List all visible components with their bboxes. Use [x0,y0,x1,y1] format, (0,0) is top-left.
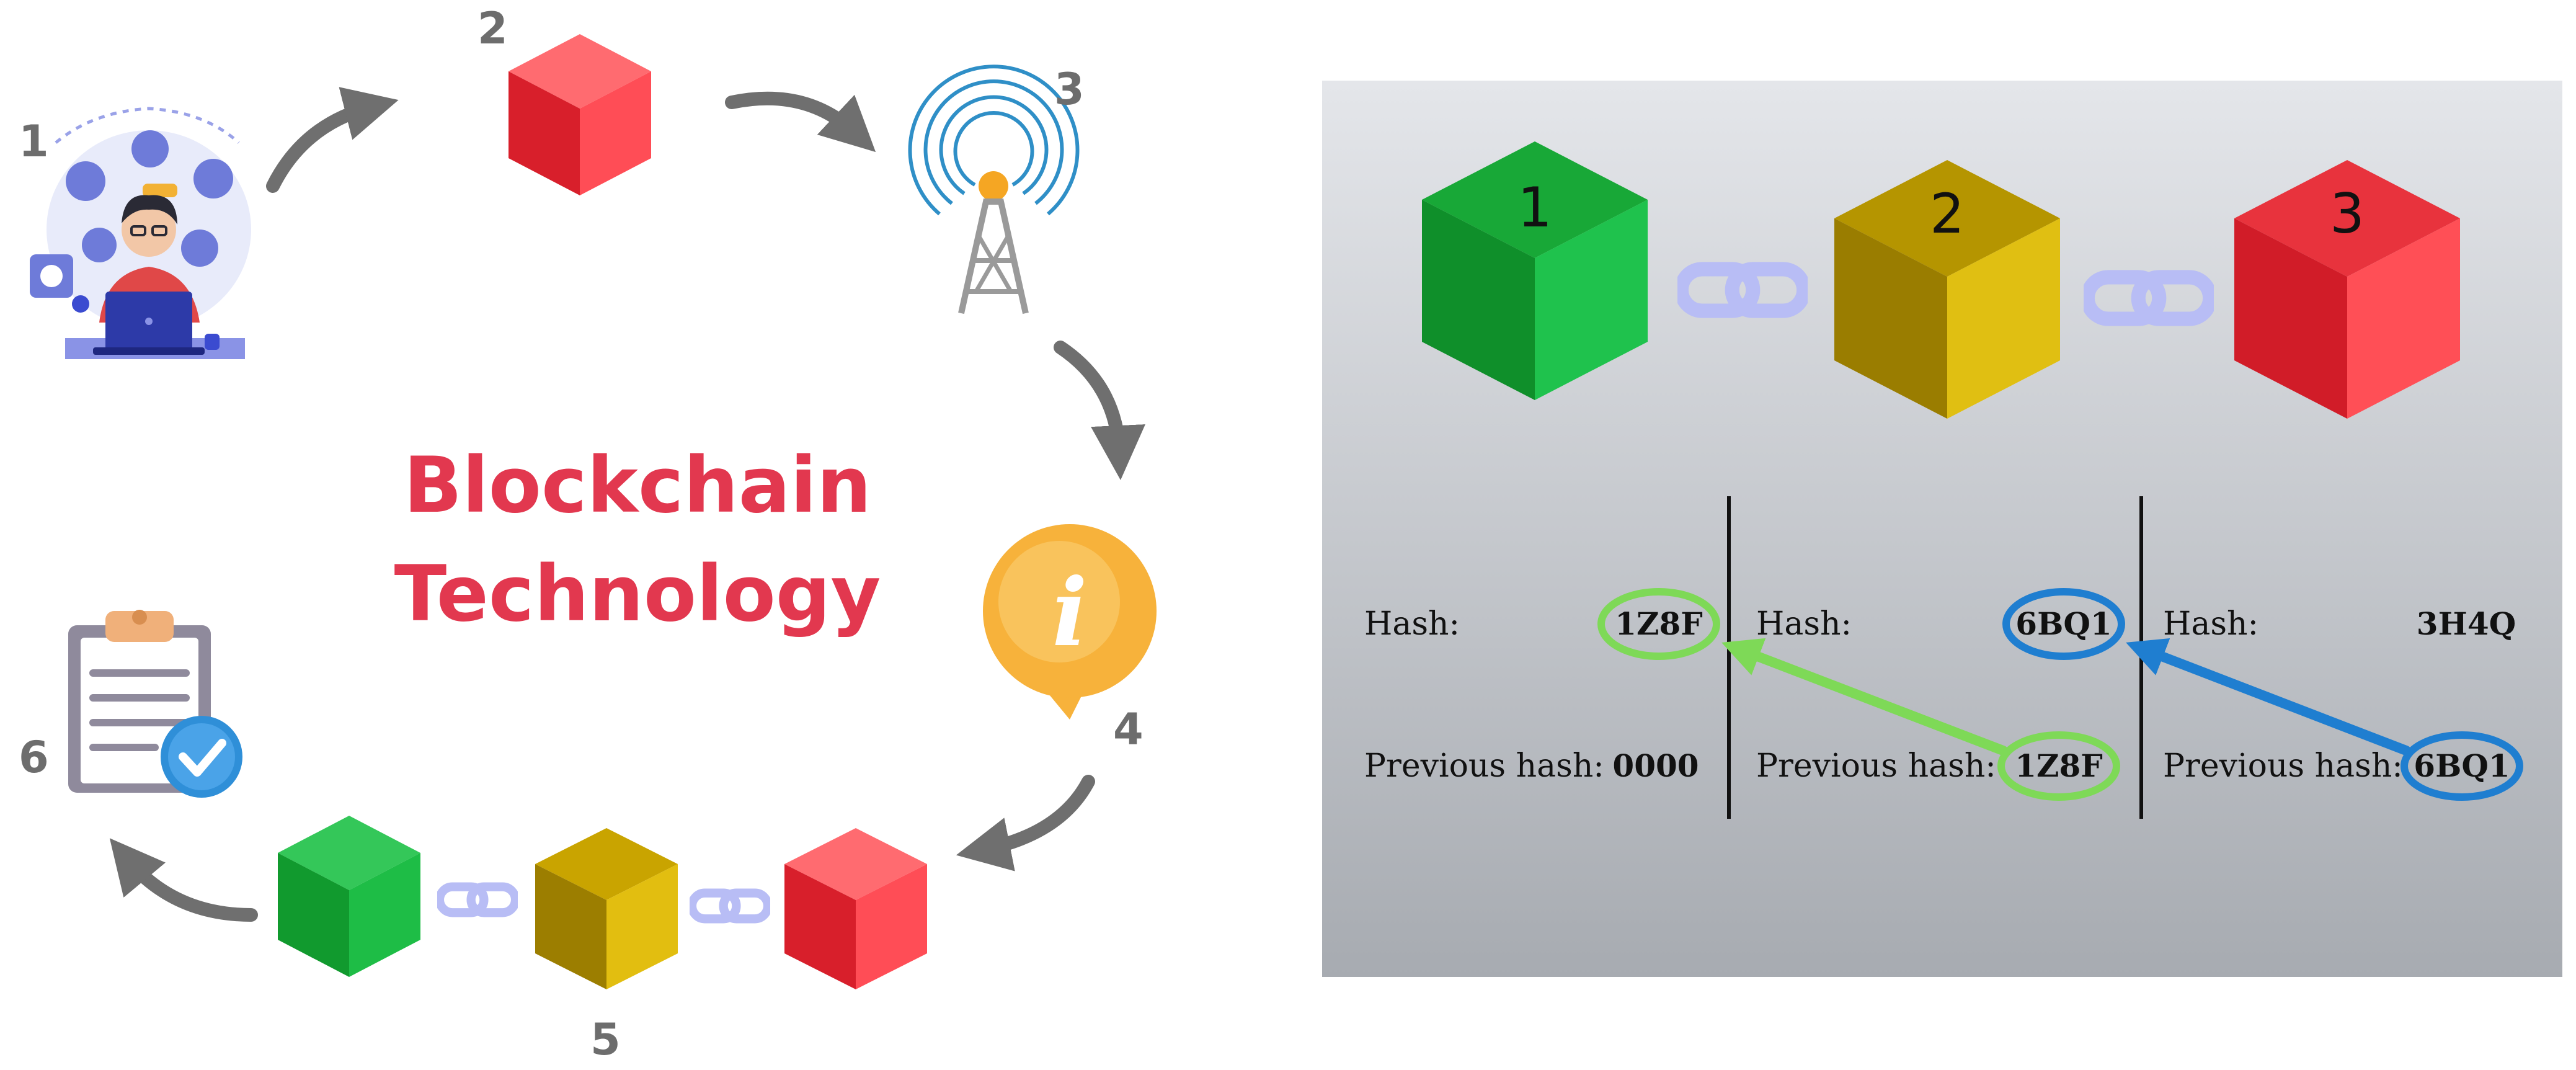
small-yellow-cube [535,828,678,989]
title-line-2: Technology [394,550,881,639]
big-red-cube [2234,160,2460,419]
step-label-3: 3 [1054,64,1085,115]
block-2-prev-label: Previous hash: [1756,747,1996,785]
block-3-prev-ring [2401,731,2523,801]
info-bubble-icon: i [983,524,1157,720]
block-2-info: Hash: 6BQ1 Previous hash: 1Z8F [1756,588,2125,801]
block-3-hash-value: 3H4Q [2417,605,2516,642]
cycle-arrow-2-3 [725,91,876,153]
cycle-arrow-5-6 [109,838,258,922]
block-1-prev-label: Previous hash: [1364,747,1604,785]
block-1-hash-value: 1Z8F [1615,605,1703,642]
block-1-prev-value: 0000 [1612,747,1699,784]
cube-label-2: 2 [1930,182,1965,246]
block-3-prev-label: Previous hash: [2163,747,2403,785]
svg-text:i: i [1052,558,1088,667]
small-green-cube [278,816,420,977]
step-label-1: 1 [19,116,49,167]
big-yellow-cube [1834,160,2060,419]
block-3-hash-label: Hash: [2163,605,2258,643]
title-line-1: Blockchain [404,441,871,530]
block-2-prev-value: 1Z8F [2015,747,2103,784]
step-label-6: 6 [19,732,49,783]
small-red-cube [784,828,927,989]
hash-chain-panel: 1 2 3 Hash: 1Z8F Previous hash: 0000 [1322,81,2562,977]
block-1-hash-label: Hash: [1364,605,1460,643]
step-label-4: 4 [1113,704,1144,755]
block-2-hash-ring [2002,588,2125,660]
cycle-arrow-3-4 [1054,341,1145,480]
chained-blocks-icon [278,816,927,989]
block-1-info: Hash: 1Z8F Previous hash: 0000 [1364,588,1720,785]
step-label-2: 2 [477,3,508,54]
clipboard-check-icon [68,610,242,798]
block-2-hash-label: Hash: [1756,605,1852,643]
block-1-hash-ring [1597,588,1720,660]
step-label-5: 5 [590,1014,621,1065]
cube-label-1: 1 [1517,176,1552,239]
blue-link-arrow [2126,638,2411,756]
block-3-prev-value: 6BQ1 [2414,747,2510,784]
cube-label-3: 3 [2330,182,2365,246]
left-cycle-diagram: 1 2 3 [19,3,1157,1065]
big-green-cube [1422,141,1648,400]
green-link-arrow [1721,638,2008,756]
block-3-info: Hash: 3H4Q Previous hash: 6BQ1 [2163,605,2523,801]
cycle-arrow-4-5 [956,775,1095,872]
radio-tower-icon [908,65,1080,314]
block-2-prev-ring [1997,731,2120,801]
red-block-cube-icon [509,34,651,195]
cycle-arrow-1-2 [266,87,399,193]
user-with-laptop-icon [30,107,251,359]
block-2-hash-value: 6BQ1 [2015,605,2112,642]
